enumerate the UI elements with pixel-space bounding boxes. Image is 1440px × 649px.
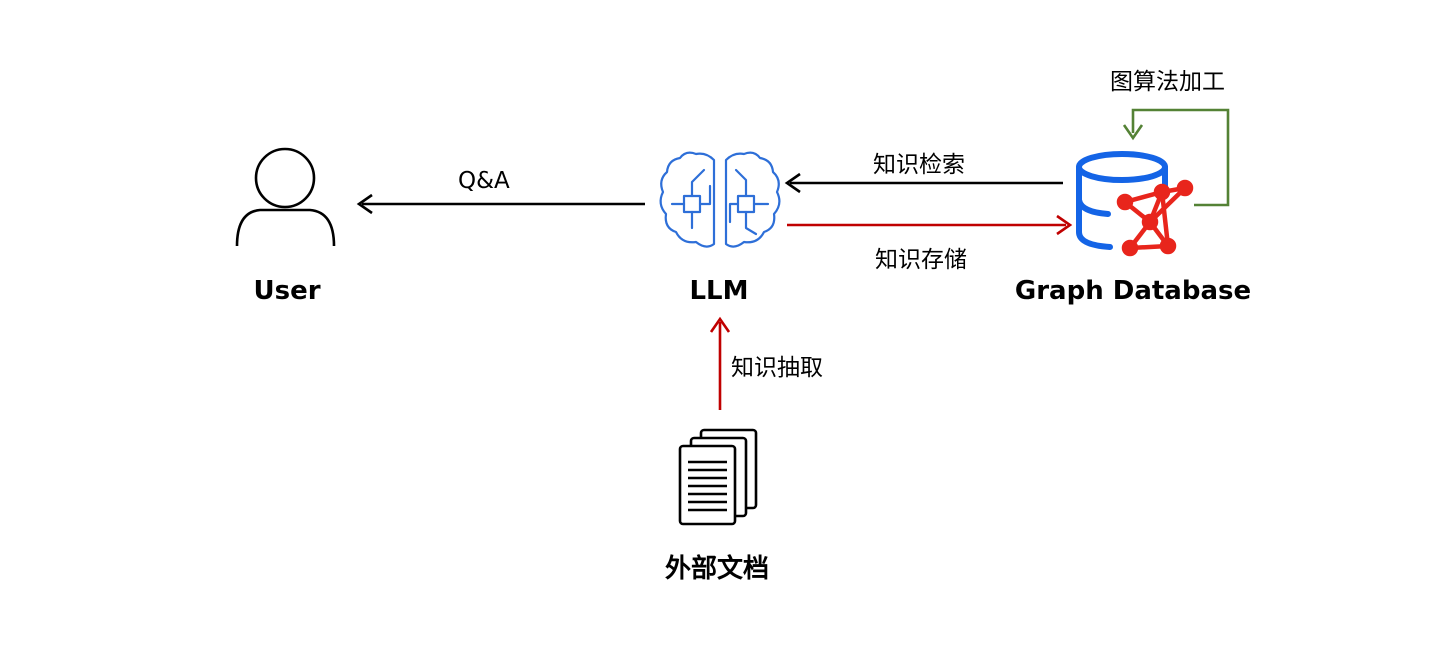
qa-arrowhead: [356, 193, 373, 215]
user-label: User: [253, 276, 321, 306]
documents-icon: [678, 428, 758, 526]
graph-processing-label: 图算法加工: [1110, 69, 1225, 95]
retrieval-arrowhead: [784, 172, 801, 194]
graph-database-label: Graph Database: [1014, 276, 1252, 306]
extraction-label: 知识抽取: [731, 355, 823, 381]
documents-label: 外部文档: [664, 554, 770, 584]
graph-processing-arrowhead: [1122, 124, 1144, 141]
storage-label: 知识存储: [875, 247, 967, 273]
graph-processing-loop: [1131, 108, 1230, 207]
storage-arrowhead: [1056, 214, 1073, 236]
qa-label: Q&A: [458, 168, 510, 194]
llm-label: LLM: [689, 276, 749, 306]
graph-database-icon: [1076, 151, 1194, 257]
retrieval-label: 知识检索: [873, 152, 965, 178]
user-icon: [235, 147, 336, 247]
extraction-arrowhead: [709, 316, 731, 333]
brain-chip-icon: [659, 151, 781, 248]
